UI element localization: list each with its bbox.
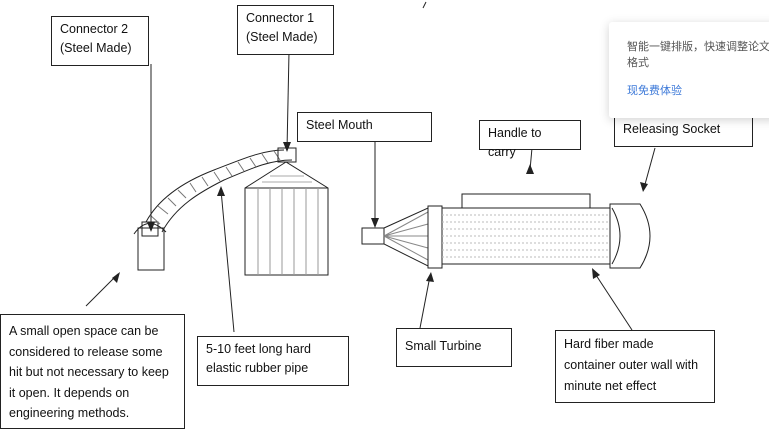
leader-lines bbox=[85, 51, 656, 333]
label-connector-2: Connector 2 (Steel Made) bbox=[51, 16, 149, 66]
turbine-device bbox=[361, 193, 651, 269]
rubber-pipe bbox=[145, 149, 293, 233]
stray-mark bbox=[422, 1, 427, 9]
label-connector-1: Connector 1 (Steel Made) bbox=[237, 5, 334, 55]
label-small-turbine: Small Turbine bbox=[396, 328, 512, 367]
tank bbox=[244, 147, 329, 276]
label-releasing-socket: Releasing Socket bbox=[614, 116, 753, 147]
arrowheads bbox=[112, 142, 648, 283]
label-rubber-pipe: 5-10 feet long hard elastic rubber pipe bbox=[197, 336, 349, 386]
promo-text: 智能一键排版，快速调整论文格式 bbox=[627, 40, 769, 69]
label-hard-fiber: Hard fiber made container outer wall wit… bbox=[555, 330, 715, 403]
label-handle-to-carry: Handle to carry bbox=[479, 120, 581, 159]
promo-link[interactable]: 现免费体验 bbox=[627, 84, 682, 97]
promo-popup[interactable]: 智能一键排版，快速调整论文格式 现免费体验 bbox=[609, 22, 769, 118]
label-open-space: A small open space can be considered to … bbox=[0, 314, 185, 429]
label-steel-mouth: Steel Mouth bbox=[297, 112, 432, 142]
